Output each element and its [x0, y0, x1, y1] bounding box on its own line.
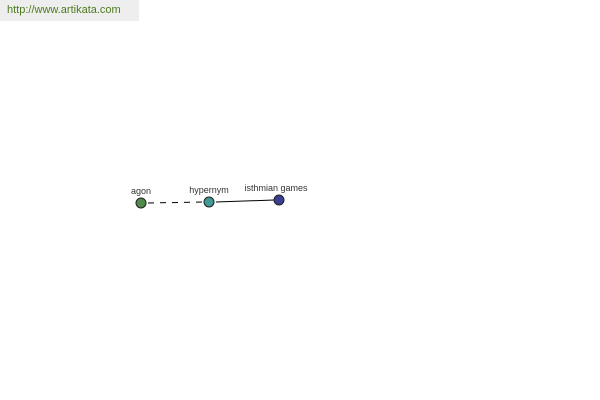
edge-hypernym-isthmian — [215, 199, 275, 203]
node-isthmian-games[interactable]: isthmian games — [244, 183, 308, 206]
node-agon[interactable]: agon — [131, 186, 151, 209]
node-label-hypernym: hypernym — [189, 185, 229, 195]
edge-agon-hypernym — [147, 201, 205, 204]
watermark-url[interactable]: http://www.artikata.com — [7, 4, 121, 16]
watermark-banner: http://www.artikata.com — [0, 0, 139, 21]
node-hypernym[interactable]: hypernym — [189, 185, 229, 208]
node-label-isthmian-games: isthmian games — [244, 183, 308, 193]
node-label-agon: agon — [131, 186, 151, 196]
